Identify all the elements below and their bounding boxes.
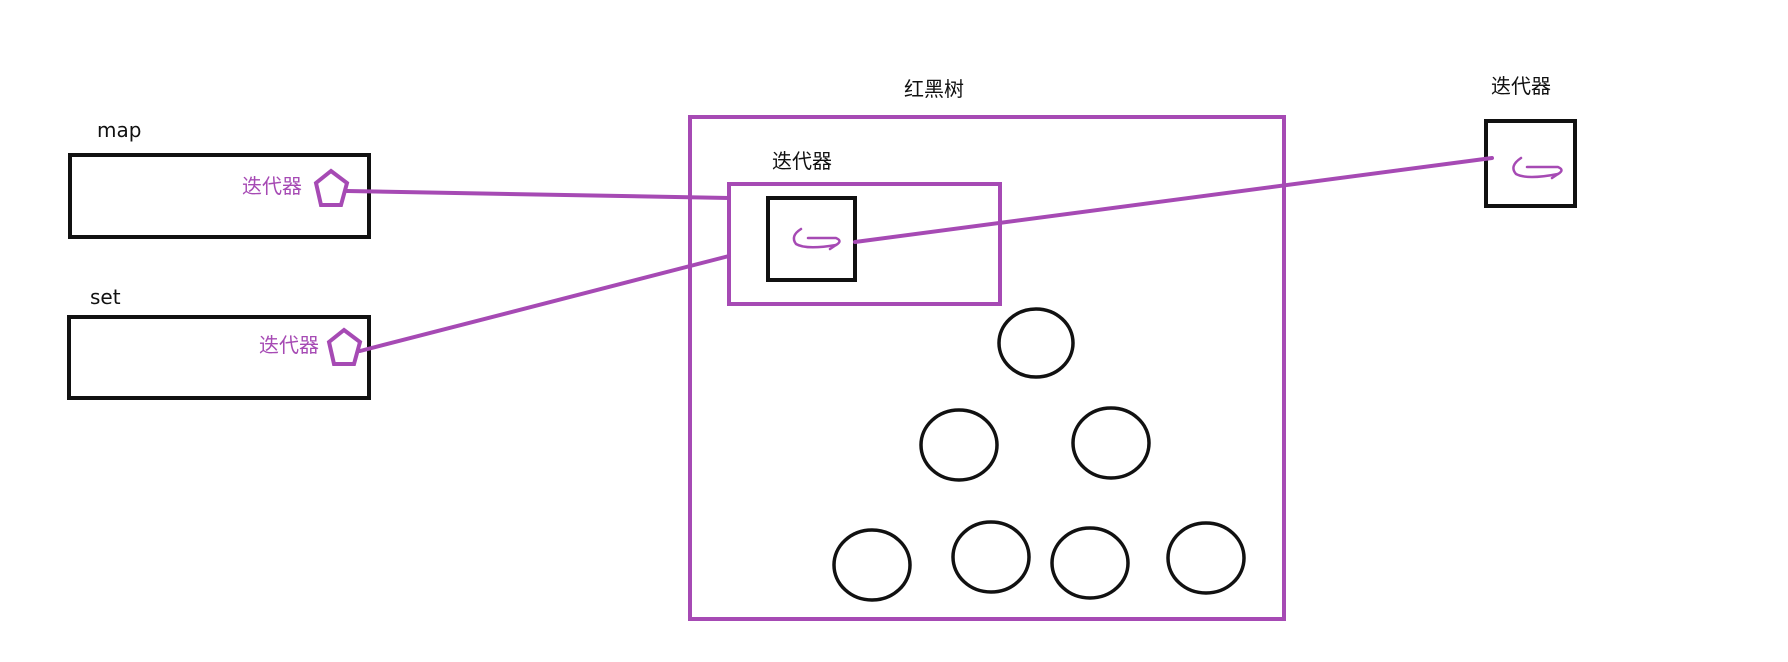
right-iterator-group: 迭代器 xyxy=(1484,74,1577,208)
tree-node xyxy=(951,520,1031,594)
map-group: map 迭代器 xyxy=(68,118,371,239)
set-to-iterator-link xyxy=(358,254,731,353)
right-iterator-box xyxy=(1484,119,1577,208)
map-label: map xyxy=(97,118,141,142)
tree-node xyxy=(1071,406,1151,480)
pentagon-icon xyxy=(313,168,350,207)
set-box xyxy=(67,315,371,400)
rbtree-label: 红黑树 xyxy=(904,77,964,101)
iterator-to-external-link xyxy=(853,156,1494,244)
set-iterator-label: 迭代器 xyxy=(259,333,319,357)
tree-node xyxy=(919,408,999,482)
inner-iterator-label: 迭代器 xyxy=(772,149,832,173)
bidirectional-arrow-icon xyxy=(1512,156,1563,180)
tree-node-root xyxy=(997,307,1075,379)
set-label: set xyxy=(90,285,121,309)
tree-node xyxy=(1050,526,1130,600)
rbtree-group: 红黑树 迭代器 xyxy=(688,77,1286,621)
inner-iterator-frame xyxy=(727,182,1002,306)
map-box xyxy=(68,153,371,239)
tree-node xyxy=(832,528,912,602)
inner-iterator-box xyxy=(766,196,857,282)
set-group: set 迭代器 xyxy=(67,285,371,400)
pentagon-icon xyxy=(326,327,363,366)
bidirectional-arrow-icon xyxy=(792,227,841,251)
rbtree-box xyxy=(688,115,1286,621)
map-iterator-label: 迭代器 xyxy=(242,174,302,198)
tree-node xyxy=(1166,521,1246,595)
right-iterator-label: 迭代器 xyxy=(1491,74,1551,98)
map-to-iterator-link xyxy=(345,189,731,200)
